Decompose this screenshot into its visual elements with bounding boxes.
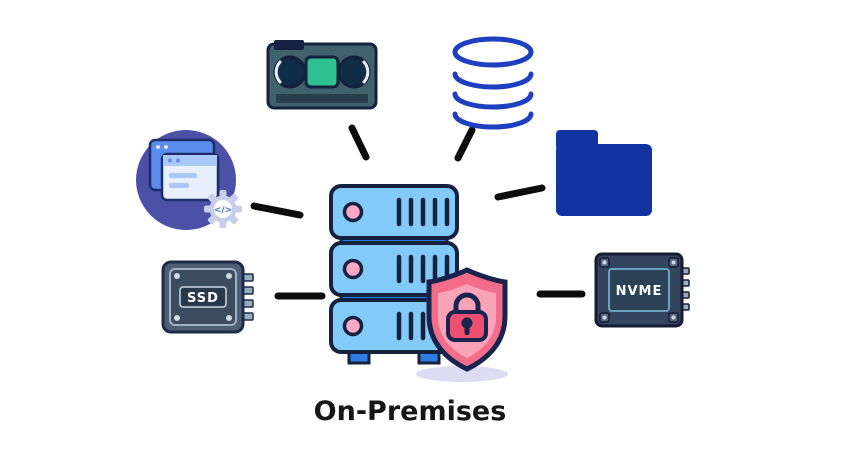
nvme-label: NVME [616,284,663,299]
shield-shadow [416,366,508,382]
server-row-1 [329,184,459,240]
server-indicator-light [342,201,364,223]
web-development-icon: </> [136,130,242,230]
connector-folder [494,184,546,201]
ssd-label: SSD [187,291,219,306]
ssd-icon: SSD [161,260,254,334]
keyhole [461,317,473,329]
code-glyph: </> [214,206,232,216]
database-icon [452,36,534,130]
server-indicator-light [342,315,364,337]
gear-icon: </> [204,190,242,228]
connector-lines [250,124,586,300]
server-indicator-light [342,258,364,280]
connector-database [454,126,476,162]
folder-icon [556,130,652,216]
diagram-title: On-Premises [314,396,507,427]
server-row-2 [329,241,459,297]
keyhole-stem [464,326,470,335]
connector-vhs [348,124,370,161]
shield-lock-icon [416,267,508,382]
server-vents [396,197,450,227]
nvme-icon: NVME [594,252,690,328]
vhs-tape-icon [266,40,378,110]
server-icon [329,184,459,365]
lock-shackle [453,292,481,313]
connector-webdev [250,202,304,219]
